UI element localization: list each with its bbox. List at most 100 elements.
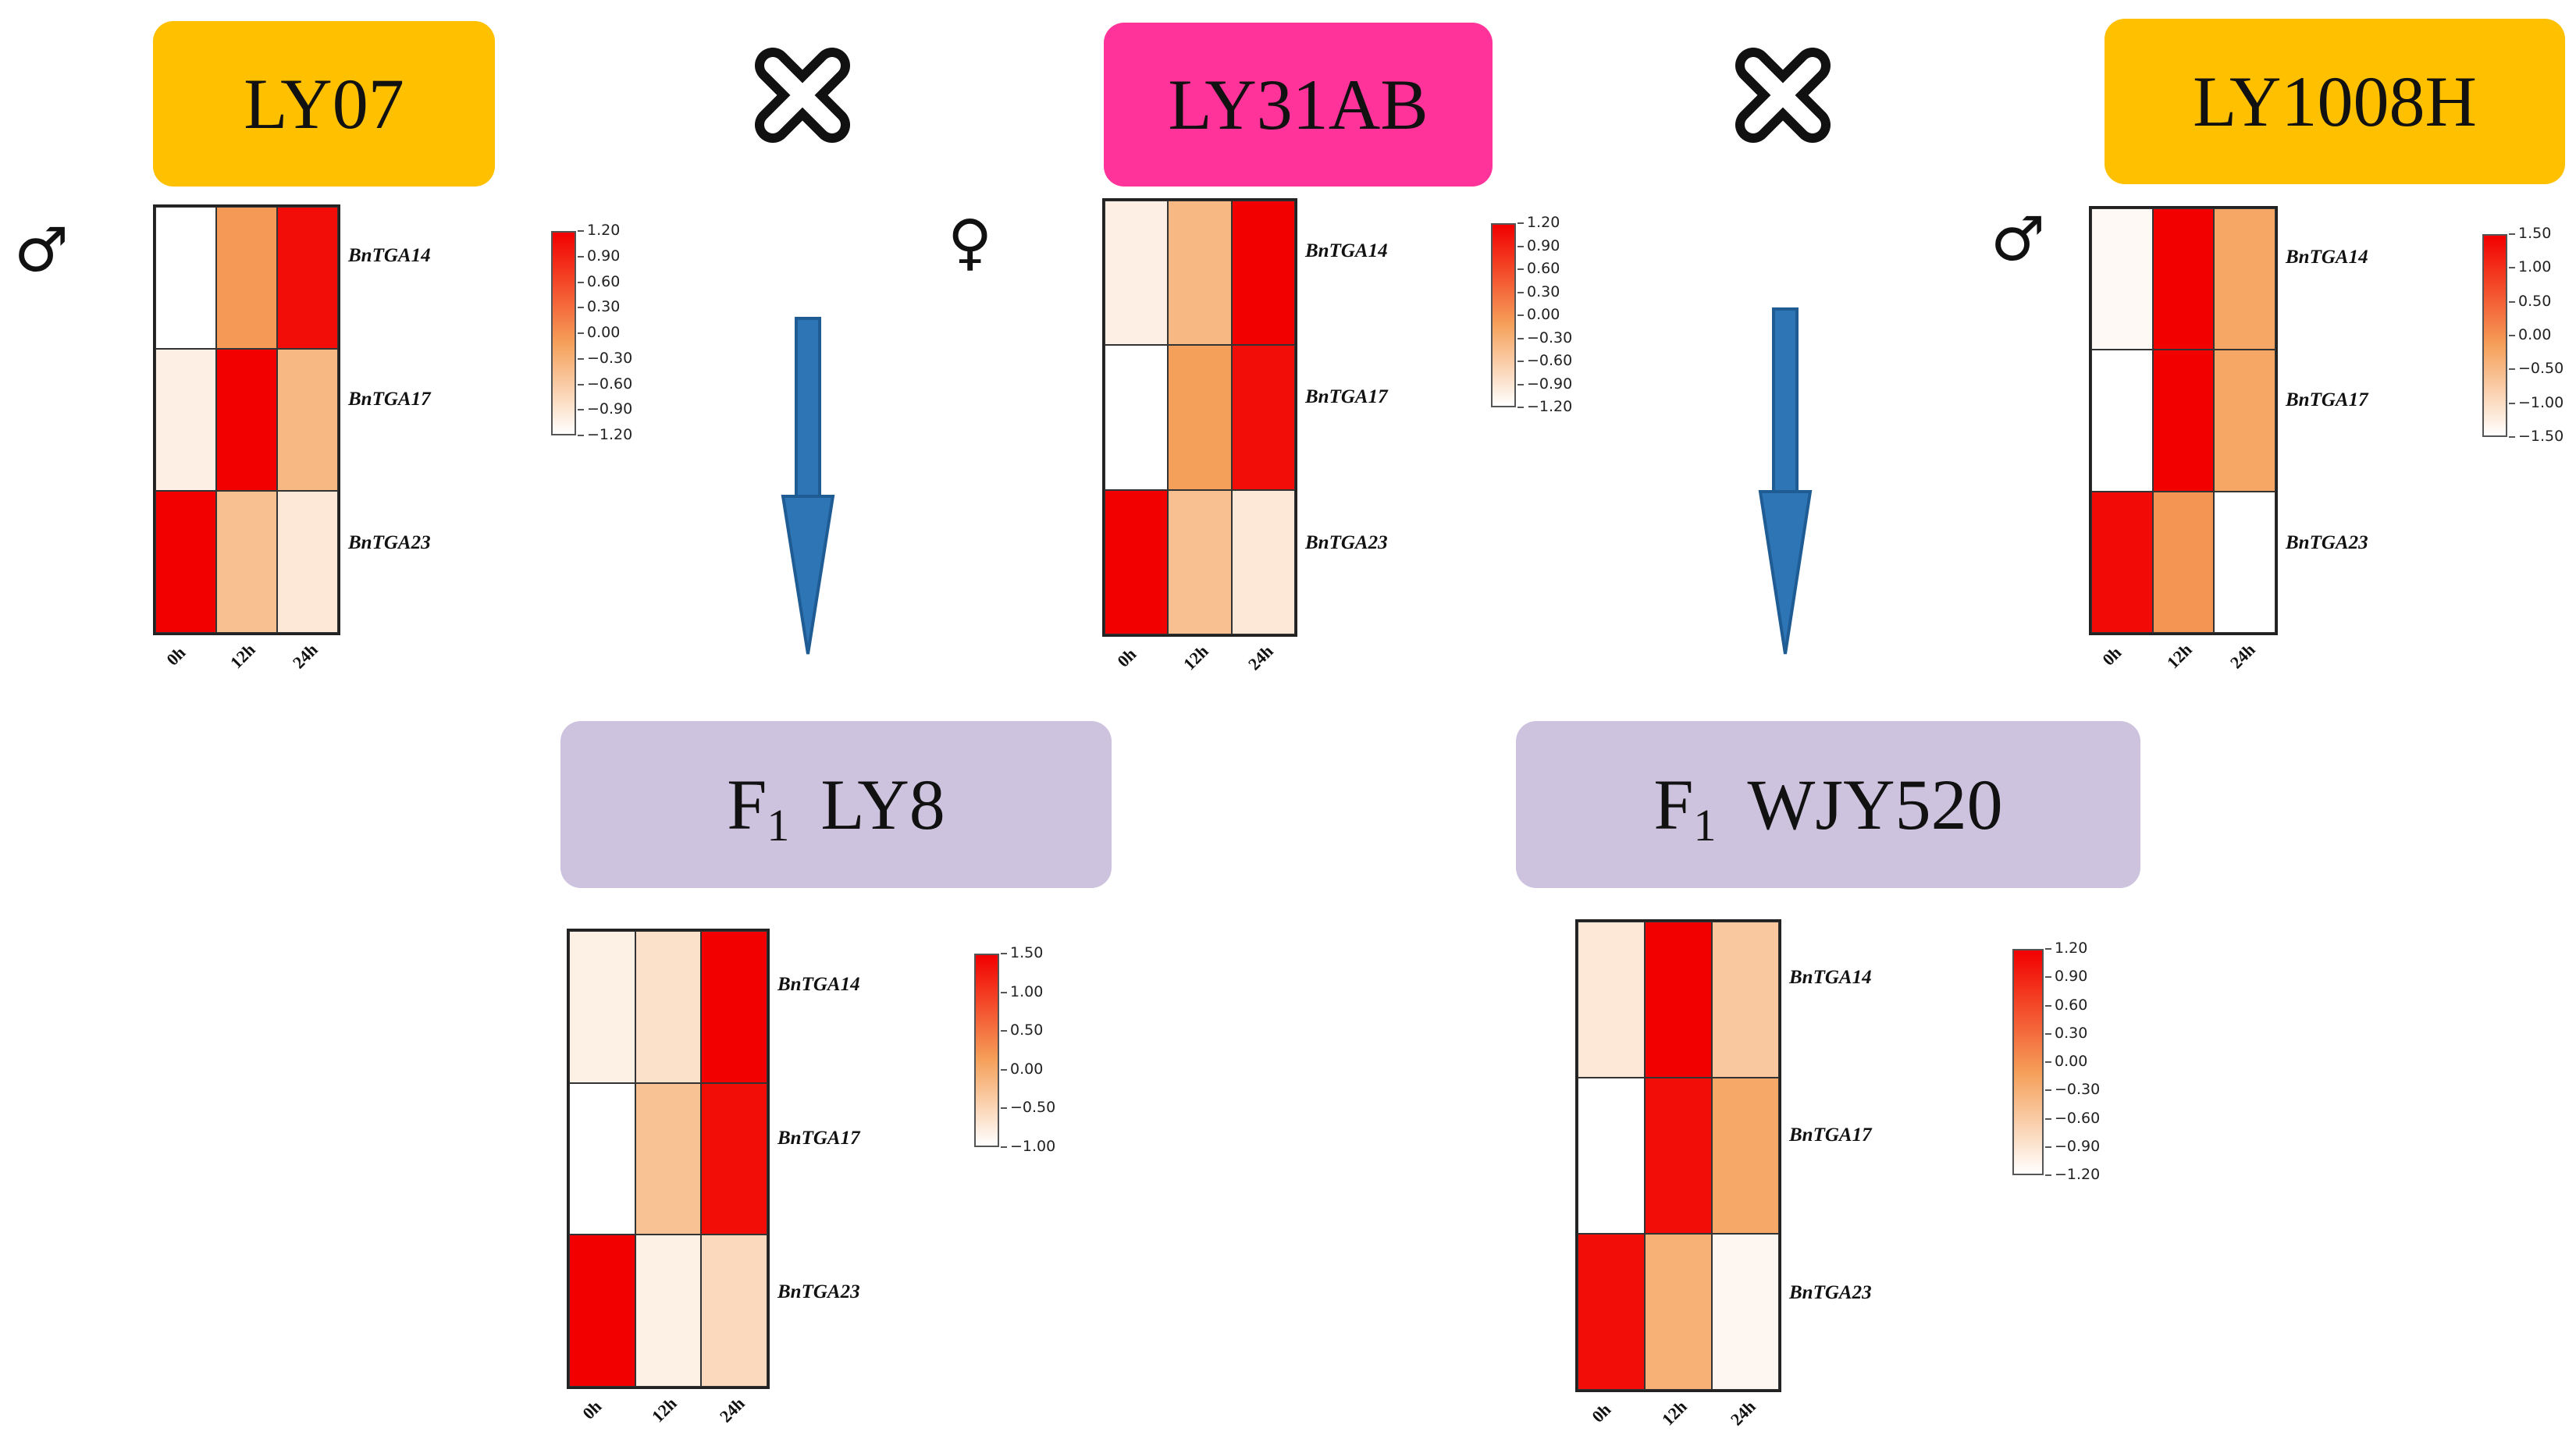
- colorbar-tick-label: −1.20: [577, 426, 633, 443]
- heatmap-cell-BnTGA14-0h: [2091, 208, 2153, 350]
- down-arrow-icon: [781, 317, 835, 655]
- heatmap-cell-BnTGA23-24h: [2214, 491, 2275, 633]
- heatmap-cell-BnTGA17-12h: [1168, 345, 1232, 490]
- heatmap-cell-BnTGA14-24h: [1231, 201, 1295, 346]
- heatmap-cell-BnTGA14-12h: [635, 931, 702, 1083]
- colorbar-tick-label: 0.30: [2044, 1024, 2088, 1042]
- colorbar-gradient: [2012, 949, 2044, 1175]
- ly8-label: LY8: [820, 765, 945, 844]
- gene-label: BnTGA14: [1789, 967, 1872, 988]
- gene-label: BnTGA17: [1789, 1124, 1872, 1146]
- gene-label: BnTGA23: [2286, 532, 2368, 554]
- heatmap-cell-BnTGA17-12h: [1645, 1078, 1712, 1234]
- cross-icon: [755, 48, 850, 143]
- heatmap-cell-BnTGA23-12h: [1168, 489, 1232, 634]
- colorbar-tick-label: 0.50: [2508, 292, 2552, 310]
- heatmap-cell-BnTGA17-0h: [2091, 350, 2153, 492]
- heatmap-grid: [1575, 919, 1781, 1392]
- colorbar-tick-label: −0.30: [1517, 329, 1573, 346]
- gene-label: BnTGA23: [1305, 532, 1388, 554]
- heatmap-cell-BnTGA14-0h: [1105, 201, 1169, 346]
- ly1008h-label: LY1008H: [2193, 62, 2477, 141]
- heatmap-cell-BnTGA23-12h: [1645, 1234, 1712, 1390]
- heatmap-cell-BnTGA23-24h: [1712, 1234, 1779, 1390]
- heatmap-cell-BnTGA23-0h: [1105, 489, 1169, 634]
- colorbar-tick-label: 1.20: [2044, 940, 2088, 957]
- colorbar-tick-label: 0.60: [577, 272, 621, 290]
- colorbar-tick-label: 0.00: [1000, 1060, 1044, 1078]
- heatmap-cell-BnTGA17-24h: [1231, 345, 1295, 490]
- heatmap-grid: [2089, 206, 2278, 635]
- heatmap-cell-BnTGA14-24h: [1712, 922, 1779, 1078]
- heatmap-cell-BnTGA14-12h: [2152, 208, 2215, 350]
- colorbar-tick-label: −1.20: [1517, 398, 1573, 415]
- heatmap-cell-BnTGA17-24h: [701, 1082, 767, 1235]
- colorbar-tick-label: −0.60: [1517, 352, 1573, 369]
- gene-label: BnTGA17: [348, 389, 431, 410]
- heatmap-grid: [1102, 198, 1297, 637]
- colorbar-tick-label: 0.00: [1517, 306, 1560, 323]
- down-arrow-icon: [1758, 307, 1813, 655]
- colorbar-tick-label: 0.60: [2044, 996, 2088, 1014]
- heatmap-cell-BnTGA23-0h: [1578, 1234, 1645, 1390]
- colorbar-tick-label: −1.00: [1000, 1138, 1056, 1155]
- colorbar-tick-label: −0.90: [577, 400, 633, 418]
- heatmap-cell-BnTGA23-12h: [2152, 491, 2215, 633]
- ly07-label: LY07: [244, 64, 404, 144]
- colorbar-tick-label: 1.00: [2508, 258, 2552, 276]
- colorbar-tick-label: 0.00: [2508, 326, 2552, 343]
- ly07-label-box: LY07: [153, 21, 495, 187]
- colorbar-tick-label: −0.60: [577, 375, 633, 393]
- heatmap-cell-BnTGA14-0h: [155, 207, 216, 349]
- heatmap-cell-BnTGA14-12h: [1168, 201, 1232, 346]
- heatmap-cell-BnTGA14-24h: [2214, 208, 2275, 350]
- colorbar-gradient: [1491, 223, 1516, 407]
- heatmap-cell-BnTGA17-0h: [1578, 1078, 1645, 1234]
- gene-label: BnTGA17: [777, 1128, 860, 1149]
- colorbar-tick-label: 0.90: [577, 247, 621, 265]
- wjy520-label: WJY520: [1747, 765, 2003, 844]
- f1-subscript: 1: [767, 799, 790, 851]
- gene-label: BnTGA23: [1789, 1282, 1872, 1303]
- colorbar-tick-label: 0.50: [1000, 1021, 1044, 1039]
- heatmap-cell-BnTGA17-24h: [1712, 1078, 1779, 1234]
- ly31ab-label-box: LY31AB: [1104, 23, 1493, 187]
- colorbar-tick-label: −1.00: [2508, 393, 2564, 411]
- colorbar-tick-label: −0.50: [1000, 1099, 1056, 1117]
- f1-prefix: F: [1653, 765, 1694, 844]
- heatmap-cell-BnTGA14-12h: [216, 207, 277, 349]
- colorbar-tick-label: 0.60: [1517, 260, 1560, 277]
- heatmap-cell-BnTGA14-12h: [1645, 922, 1712, 1078]
- colorbar-gradient: [974, 954, 999, 1147]
- heatmap-grid: [153, 204, 340, 635]
- colorbar-tick-label: 1.20: [1517, 214, 1560, 231]
- colorbar-tick-label: 0.00: [2044, 1053, 2088, 1070]
- heatmap-cell-BnTGA17-12h: [635, 1082, 702, 1235]
- colorbar-ly31ab: 1.20 0.90 0.60 0.30 0.00 −0.30 −0.60 −0.90 −1.20: [1491, 214, 1572, 415]
- heatmap-grid: [567, 929, 770, 1389]
- colorbar-tick-label: 1.00: [1000, 982, 1044, 1000]
- colorbar-tick-label: −0.90: [2044, 1137, 2101, 1155]
- colorbar-tick-label: −0.90: [1517, 375, 1573, 393]
- gene-label: BnTGA23: [777, 1281, 860, 1302]
- colorbar-tick-label: −1.50: [2508, 428, 2564, 445]
- heatmap-cell-BnTGA17-0h: [569, 1082, 635, 1235]
- colorbar-tick-label: −1.20: [2044, 1166, 2101, 1183]
- heatmap-cell-BnTGA17-12h: [2152, 350, 2215, 492]
- gene-label: BnTGA14: [1305, 240, 1388, 261]
- colorbar-tick-label: 0.90: [1517, 236, 1560, 254]
- heatmap-cell-BnTGA23-12h: [216, 491, 277, 633]
- gene-label: BnTGA17: [2286, 389, 2368, 410]
- colorbar-tick-label: 0.30: [577, 298, 621, 316]
- cross-icon: [1735, 48, 1831, 143]
- colorbar-tick-label: −0.60: [2044, 1109, 2101, 1127]
- colorbar-tick-label: 0.30: [1517, 282, 1560, 300]
